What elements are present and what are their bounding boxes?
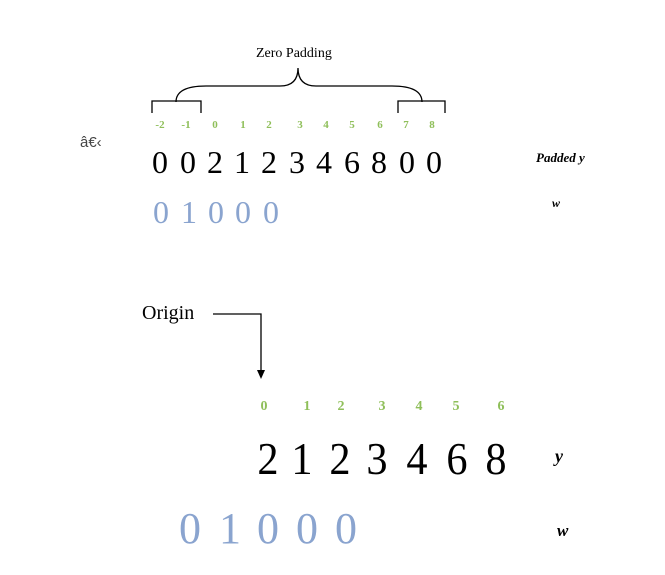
padded-index-6: 4 (323, 119, 329, 131)
original-index-3: 3 (378, 399, 386, 414)
original-index-4: 4 (415, 399, 423, 414)
padded-digit-6: 4 (316, 144, 332, 180)
padded-digit-0: 0 (152, 144, 168, 180)
padded-digit-2: 2 (207, 144, 223, 180)
w-top-digit-1: 1 (181, 194, 197, 230)
zero-padding-brace (175, 67, 423, 103)
w-bottom-digit-4: 0 (335, 504, 357, 553)
w-bottom-digit-2: 0 (257, 504, 279, 553)
original-digit-6: 8 (485, 433, 507, 484)
padded-digit-9: 0 (399, 144, 415, 180)
w-bottom-digit-3: 0 (296, 504, 318, 553)
padded-digit-7: 6 (344, 144, 360, 180)
original-index-6: 6 (497, 399, 505, 414)
original-digit-2: 2 (329, 433, 351, 484)
w-top-digit-2: 0 (208, 194, 224, 230)
padded-index-10: 8 (429, 119, 435, 131)
y-label: y (555, 446, 563, 466)
padded-digit-8: 8 (371, 144, 387, 180)
padded-index-9: 7 (403, 119, 409, 131)
original-digit-4: 4 (406, 433, 428, 484)
original-index-2: 2 (337, 399, 345, 414)
padded-y-label: Padded y (536, 150, 585, 165)
padded-index-8: 6 (377, 119, 383, 131)
origin-arrow-head (257, 370, 265, 379)
padded-digit-5: 3 (289, 144, 305, 180)
right-padding-bracket (397, 100, 446, 113)
w-bottom-digit-1: 1 (219, 504, 241, 553)
padded-index-7: 5 (349, 119, 355, 131)
padded-index-2: 0 (212, 119, 218, 131)
padded-digit-1: 0 (180, 144, 196, 180)
padded-index-1: -1 (181, 119, 191, 131)
padded-index-3: 1 (240, 119, 246, 131)
stray-text: â€‹ (80, 134, 102, 151)
original-digit-5: 6 (446, 433, 468, 484)
padded-digit-10: 0 (426, 144, 442, 180)
padded-index-0: -2 (155, 119, 165, 131)
w-top-digit-0: 0 (153, 194, 169, 230)
original-digit-1: 1 (291, 433, 313, 484)
w-bottom-digit-0: 0 (179, 504, 201, 553)
w-top-label: w (552, 196, 561, 210)
origin-arrow-line (213, 313, 262, 372)
padded-digit-4: 2 (261, 144, 277, 180)
origin-label: Origin (142, 302, 195, 324)
w-bottom-label: w (557, 521, 569, 540)
padded-index-5: 3 (297, 119, 303, 131)
original-digit-0: 2 (257, 433, 279, 484)
original-index-5: 5 (452, 399, 460, 414)
zero-padding-label: Zero Padding (256, 46, 332, 61)
w-top-digit-3: 0 (235, 194, 251, 230)
padded-index-4: 2 (266, 119, 272, 131)
original-digit-3: 3 (366, 433, 388, 484)
original-index-0: 0 (260, 399, 268, 414)
left-padding-bracket (151, 100, 202, 113)
padded-digit-3: 1 (234, 144, 250, 180)
w-top-digit-4: 0 (263, 194, 279, 230)
original-index-1: 1 (303, 399, 311, 414)
